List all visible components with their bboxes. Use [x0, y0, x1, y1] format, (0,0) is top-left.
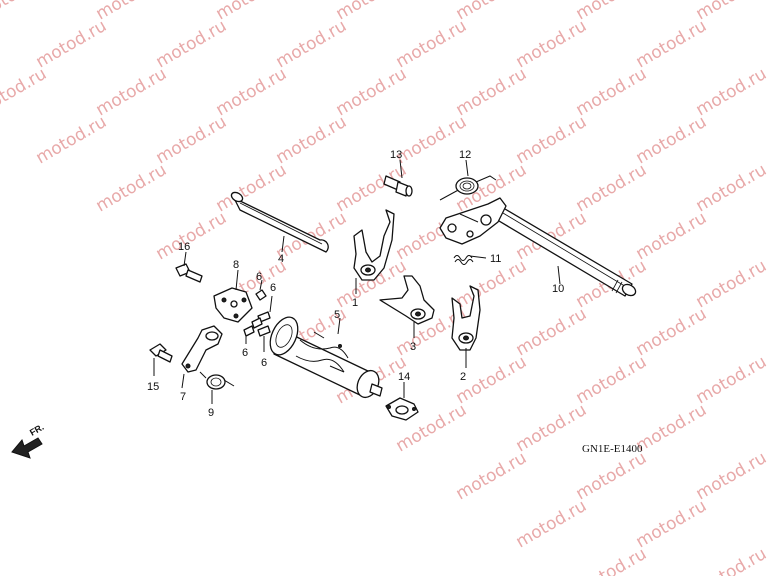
callout-6-c: 6	[242, 347, 248, 359]
watermark-text-36: motod.ru	[633, 208, 711, 264]
watermark-text-59: motod.ru	[693, 544, 768, 576]
part-15-bolt	[149, 343, 173, 363]
watermark-text-6: motod.ru	[693, 0, 768, 24]
watermark-text-5: motod.ru	[573, 0, 651, 24]
watermark-text-52: motod.ru	[633, 400, 711, 456]
watermark-text-55: motod.ru	[693, 448, 768, 504]
watermark-text-18: motod.ru	[573, 64, 651, 120]
watermark-text-53: motod.ru	[453, 448, 531, 504]
part-2-shift-fork	[451, 285, 481, 351]
part-8-drum-center-plate	[213, 287, 253, 323]
watermark-text-31: motod.ru	[693, 160, 768, 216]
part-5-shift-drum	[269, 316, 383, 399]
watermark-text-49: motod.ru	[693, 352, 768, 408]
part-10-gearshift-spindle	[493, 205, 637, 297]
watermark-text-10: motod.ru	[393, 16, 471, 72]
watermark-text-4: motod.ru	[453, 0, 531, 24]
watermark-text-17: motod.ru	[453, 64, 531, 120]
watermark-text-14: motod.ru	[93, 64, 171, 120]
watermark-text-12: motod.ru	[633, 16, 711, 72]
callout-6-a: 6	[256, 271, 262, 283]
watermark-text-16: motod.ru	[333, 64, 411, 120]
callout-2: 2	[460, 371, 466, 383]
callout-10: 10	[552, 283, 564, 295]
watermark-text-0: motod.ru	[0, 0, 50, 24]
watermark-text-13: motod.ru	[0, 64, 50, 120]
callout-7: 7	[180, 391, 186, 403]
callout-6-b: 6	[270, 282, 276, 294]
part-1-shift-fork	[353, 209, 395, 281]
gearshift-arm	[439, 197, 507, 245]
watermark-text-11: motod.ru	[513, 16, 591, 72]
watermark-text-45: motod.ru	[633, 304, 711, 360]
watermark-text-8: motod.ru	[153, 16, 231, 72]
watermark-text-25: motod.ru	[633, 112, 711, 168]
watermark-text-2: motod.ru	[213, 0, 291, 24]
watermark-text-51: motod.ru	[513, 400, 591, 456]
watermark-text-48: motod.ru	[573, 352, 651, 408]
part-14-plate	[385, 397, 419, 421]
watermark-text-21: motod.ru	[153, 112, 231, 168]
watermark-text-9: motod.ru	[273, 16, 351, 72]
watermark-text-58: motod.ru	[573, 544, 651, 576]
watermark-text-56: motod.ru	[513, 496, 591, 552]
part-4-shift-fork-shaft	[230, 191, 329, 253]
callout-labels: 13 12 16 4 8 11 10 1 3 2 5 6 6 6 6 7 9 1…	[147, 149, 564, 419]
watermark-text-7: motod.ru	[33, 16, 111, 72]
watermark-text-41: motod.ru	[693, 256, 768, 312]
part-11-spring	[453, 255, 474, 265]
leader-lines	[153, 159, 561, 404]
callout-13: 13	[390, 149, 402, 161]
watermark-text-20: motod.ru	[33, 112, 111, 168]
callout-4: 4	[278, 253, 284, 265]
watermark-text-1: motod.ru	[93, 0, 171, 24]
watermark-text-26: motod.ru	[93, 160, 171, 216]
callout-16: 16	[178, 241, 190, 253]
callout-12: 12	[459, 149, 471, 161]
watermark-text-3: motod.ru	[333, 0, 411, 24]
diagram-code: GN1E-E1400	[582, 443, 643, 455]
callout-9: 9	[208, 407, 214, 419]
watermark-text-32: motod.ru	[153, 208, 231, 264]
direction-label: FR.	[28, 422, 46, 438]
callout-3: 3	[410, 341, 416, 353]
watermark-text-57: motod.ru	[633, 496, 711, 552]
watermark-text-24: motod.ru	[513, 112, 591, 168]
part-12-return-spring	[439, 175, 497, 201]
callout-1: 1	[352, 297, 358, 309]
part-16-bolt	[175, 263, 203, 283]
front-direction-arrow	[11, 437, 43, 459]
watermark-text-22: motod.ru	[273, 112, 351, 168]
part-6-pins	[243, 289, 271, 337]
watermark-text-54: motod.ru	[573, 448, 651, 504]
watermark-text-15: motod.ru	[213, 64, 291, 120]
part-7-stopper-arm	[181, 325, 223, 373]
part-9-stopper-spring	[199, 371, 235, 390]
callout-8: 8	[233, 259, 239, 271]
callout-5: 5	[334, 309, 340, 321]
callout-11: 11	[490, 253, 501, 265]
watermark-text-30: motod.ru	[573, 160, 651, 216]
callout-15: 15	[147, 381, 159, 393]
part-3-shift-fork	[379, 275, 435, 325]
part-13-bolt	[383, 175, 413, 197]
watermark-text-19: motod.ru	[693, 64, 768, 120]
callout-6-d: 6	[261, 357, 267, 369]
watermark-text-44: motod.ru	[513, 304, 591, 360]
callout-14: 14	[398, 371, 410, 383]
